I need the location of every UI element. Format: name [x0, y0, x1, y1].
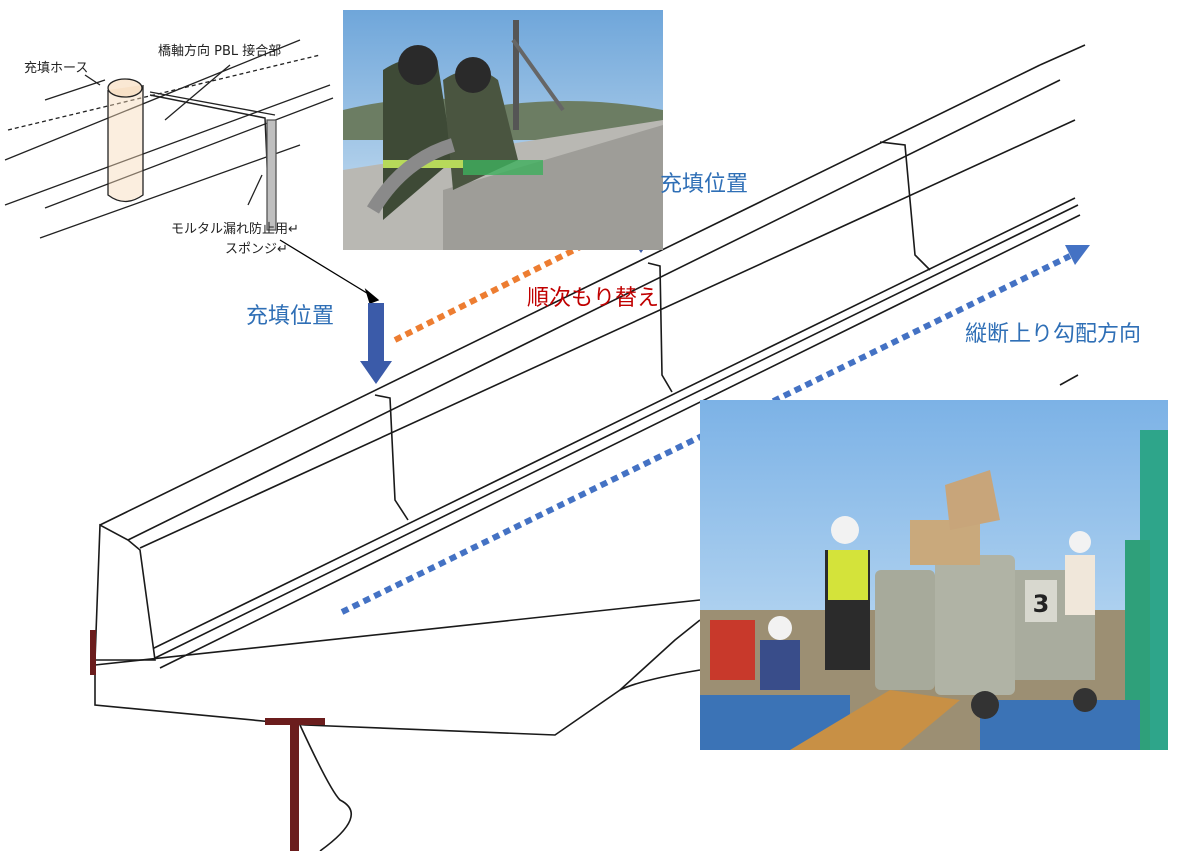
sequential-switch-label: 順次もり替え	[527, 286, 660, 311]
fill-position-label-left: 充填位置	[246, 304, 335, 329]
fill-position-label-right: 充填位置	[660, 172, 749, 197]
steel-girder	[90, 630, 325, 851]
mortar-mixing-photo: 3	[700, 400, 1168, 750]
workers-filling-photo	[343, 10, 663, 250]
longitudinal-uphill-label: 縦断上り勾配方向	[965, 322, 1142, 347]
pbl-detail-drawing	[4, 39, 380, 304]
mixer-number: 3	[1033, 590, 1050, 618]
sponge-label-line2: スポンジ↵	[225, 242, 288, 257]
blue-dotted-arrow	[340, 245, 1090, 615]
sponge-label-line1: モルタル漏れ防止用↵	[171, 222, 299, 237]
fill-arrow-left	[360, 303, 392, 384]
fill-hose-label: 充填ホース	[24, 61, 89, 76]
bridge-barrier	[94, 44, 1086, 851]
pbl-joint-label: 橋軸方向 PBL 接合部	[158, 44, 282, 59]
